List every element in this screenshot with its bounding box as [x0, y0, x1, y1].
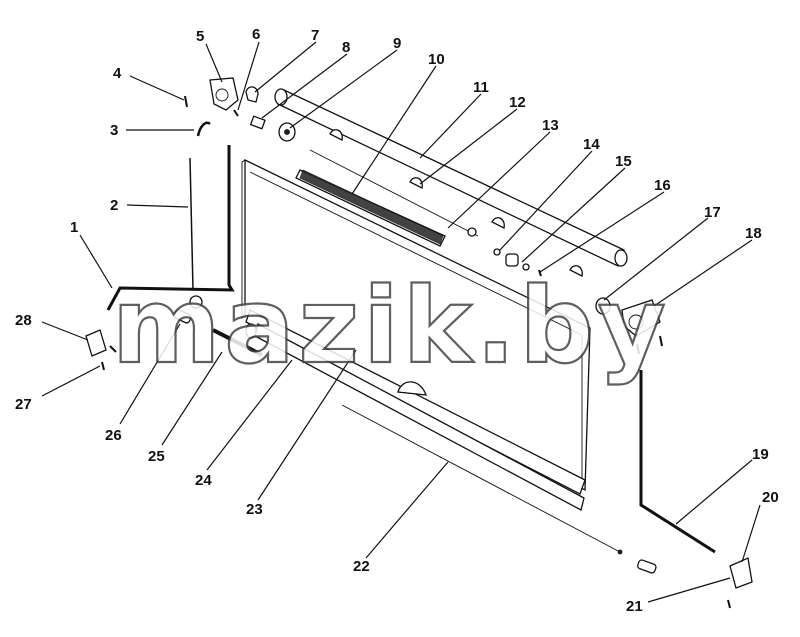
callout-20: 20 — [762, 489, 779, 506]
bottom-bar-part — [245, 309, 586, 511]
plug-22-end-part — [637, 559, 657, 574]
callout-18: 18 — [745, 225, 762, 242]
right-rail-part — [639, 370, 716, 554]
screen-panel-part — [241, 158, 591, 492]
upper-tube-part — [274, 88, 628, 267]
spring-roller-part — [295, 149, 479, 247]
callout-8: 8 — [342, 39, 350, 56]
callout-7: 7 — [311, 27, 319, 44]
bracket-20-part — [729, 557, 753, 589]
clip-3-part — [196, 121, 211, 137]
cord-part — [341, 404, 623, 555]
callout-21: 21 — [626, 598, 643, 615]
callout-9: 9 — [393, 35, 401, 52]
end-cap-17-part — [595, 297, 611, 315]
callout-labels: 1 2 3 4 5 6 7 8 9 10 11 12 13 14 15 16 1… — [15, 26, 779, 615]
screw-27-part — [101, 361, 105, 371]
callout-17: 17 — [704, 204, 721, 221]
leader-lines — [41, 41, 761, 603]
callout-4: 4 — [113, 65, 122, 82]
clip-12-part — [329, 129, 583, 277]
callout-3: 3 — [110, 122, 118, 139]
callout-22: 22 — [353, 558, 370, 575]
cap-7-part — [245, 86, 259, 103]
bracket-18-part — [621, 299, 663, 355]
callout-12: 12 — [509, 94, 526, 111]
callout-24: 24 — [195, 472, 212, 489]
bracket-28-part — [85, 329, 117, 357]
callout-19: 19 — [752, 446, 769, 463]
callout-14: 14 — [583, 136, 600, 153]
callout-11: 11 — [473, 79, 489, 96]
callout-27: 27 — [15, 396, 32, 413]
ring-14-part — [493, 248, 501, 256]
plug-8-part — [249, 115, 266, 130]
bushing-15-part — [505, 253, 530, 271]
screw-21-part — [727, 599, 731, 609]
pin-16-part — [538, 269, 542, 277]
callout-10: 10 — [428, 51, 445, 68]
screw-4-part — [184, 95, 188, 108]
plug-26-part — [173, 309, 192, 324]
pin-6-part — [233, 109, 239, 117]
callout-25: 25 — [148, 448, 165, 465]
callout-6: 6 — [252, 26, 260, 43]
callout-5: 5 — [196, 28, 204, 45]
callout-23: 23 — [246, 501, 263, 518]
callout-28: 28 — [15, 312, 32, 329]
left-rail-part — [106, 145, 235, 311]
callout-2: 2 — [110, 197, 118, 214]
callout-13: 13 — [542, 117, 559, 134]
bracket-5-part — [209, 77, 239, 111]
callout-26: 26 — [105, 427, 122, 444]
callout-1: 1 — [70, 219, 78, 236]
brush-25-part — [212, 328, 263, 357]
callout-15: 15 — [615, 153, 632, 170]
watermark-text: mazik.by — [112, 265, 670, 387]
callout-16: 16 — [654, 177, 671, 194]
